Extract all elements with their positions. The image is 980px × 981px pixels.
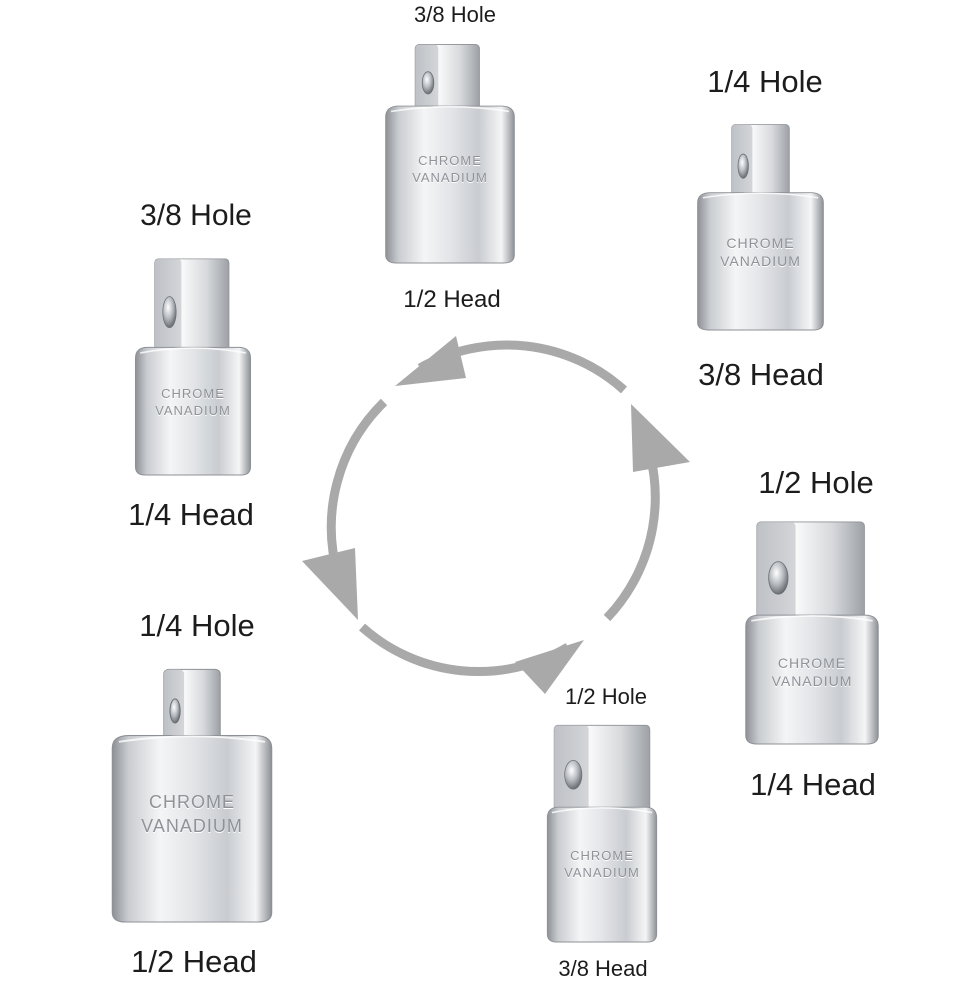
adapter-3-engraving-line: VANADIUM <box>155 402 231 418</box>
adapter-1-body <box>385 105 515 264</box>
adapter-4: CHROME VANADIUM <box>743 518 881 745</box>
arrowhead-left <box>302 548 358 620</box>
adapter-6-body <box>546 806 658 943</box>
adapter-6-hole-label: 1/2 Hole <box>565 684 647 709</box>
arrowhead-top <box>395 336 466 386</box>
adapter-1-image <box>385 44 515 264</box>
adapter-1-engraving-line: VANADIUM <box>412 170 488 186</box>
adapter-3-engraving-line: CHROME <box>161 385 225 401</box>
adapter-3-head-label: 1/4 Head <box>128 497 254 532</box>
adapter-6-engraving-line: VANADIUM <box>564 864 640 880</box>
adapter-2-engraving: CHROME VANADIUM <box>695 234 826 270</box>
adapter-1-head-label: 1/2 Head <box>403 286 501 313</box>
adapter-2-head-label: 3/8 Head <box>698 357 824 392</box>
adapter-5-image <box>111 668 273 923</box>
adapter-4-engraving-line: CHROME <box>777 654 847 671</box>
adapter-4-engraving-line: VANADIUM <box>771 673 853 689</box>
adapter-1-detent-ball <box>421 71 435 95</box>
adapter-6-detent-ball <box>564 759 583 790</box>
adapter-2-engraving-line: VANADIUM <box>720 253 801 270</box>
adapter-2-detent-ball <box>737 153 749 179</box>
adapter-2-body <box>697 192 824 331</box>
adapter-5-engraving-line: VANADIUM <box>141 815 243 836</box>
adapter-6-head-label: 3/8 Head <box>558 956 648 981</box>
adapter-5-engraving-line: CHROME <box>149 792 235 813</box>
adapter-4-head-label: 1/4 Head <box>750 767 876 802</box>
arrowhead-right <box>631 404 690 472</box>
adapter-2-image <box>697 124 824 331</box>
adapter-2-hole-label: 1/4 Hole <box>707 64 823 99</box>
adapter-5-body <box>111 734 273 923</box>
adapter-3-image <box>134 258 252 476</box>
adapter-3-body <box>134 346 252 476</box>
adapter-6-image <box>546 724 658 943</box>
adapter-4-hole-label: 1/2 Hole <box>758 465 874 500</box>
adapter-4-image <box>745 521 879 745</box>
adapter-4-engraving: CHROME VANADIUM <box>743 654 881 690</box>
adapter-5-detent-ball <box>169 698 181 724</box>
adapter-3-hole-label: 3/8 Hole <box>140 199 252 232</box>
adapter-1-hole-label: 3/8 Hole <box>414 2 496 27</box>
adapter-5-hole-label: 1/4 Hole <box>139 608 255 643</box>
arc-left <box>326 398 388 577</box>
adapter-5-head-label: 1/2 Head <box>131 944 257 979</box>
adapter-2-engraving-line: CHROME <box>726 234 795 251</box>
adapter-4-detent-ball <box>768 561 789 595</box>
adapter-2: CHROME VANADIUM <box>695 124 826 331</box>
adapter-6-engraving-line: CHROME <box>570 847 634 863</box>
adapter-4-body <box>745 614 879 745</box>
arrowhead-bottom <box>515 640 584 694</box>
adapter-3-detent-ball <box>162 296 177 328</box>
adapter-1-engraving-line: CHROME <box>418 153 482 169</box>
